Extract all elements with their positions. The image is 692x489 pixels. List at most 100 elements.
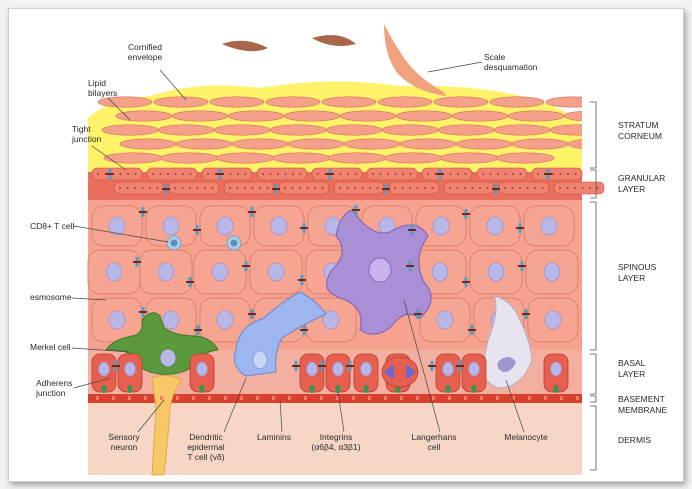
junction-plaque [406,265,414,267]
keratohyalin-granule [167,173,169,175]
junction-plaque [428,365,436,367]
layer-corneum: STRATUMCORNEUM [590,102,662,168]
cell-nucleus [437,311,453,329]
corneocyte [272,153,330,163]
corneocyte [384,153,442,163]
laminin-fiber [144,396,147,400]
junction-plaque [326,173,334,175]
label-line: BASAL [618,358,646,368]
laminin-fiber [368,396,371,400]
keratohyalin-granule [417,187,419,189]
label-line: BASEMENT [618,394,665,404]
laminin-fiber [112,396,115,400]
corneocyte [452,111,508,121]
junction-plaque [436,173,444,175]
label-line: DERMIS [618,435,651,445]
keratohyalin-granule [284,187,286,189]
corneocyte [154,97,208,107]
keratohyalin-granule [482,173,484,175]
label-line: neuron [111,442,138,452]
granular-cell [554,182,604,194]
keratohyalin-granule [552,173,554,175]
cell-nucleus [163,217,179,235]
corneocyte [158,125,214,135]
langerhans-nucleus [369,258,391,282]
keratohyalin-granule [340,173,342,175]
corneocyte [326,125,382,135]
keratohyalin-granule [512,187,514,189]
cell-nucleus [217,311,233,329]
corneocyte [102,125,158,135]
granular-cell [257,168,307,180]
keratohyalin-granule [300,173,302,175]
keratohyalin-granule [244,187,246,189]
keratohyalin-granule [237,173,239,175]
junction-plaque [248,313,256,315]
corneocyte [508,111,564,121]
corneocyte [176,139,232,149]
junction-plaque [216,173,224,175]
basal-nucleus [125,362,136,376]
label-line: cell [428,442,441,452]
keratohyalin-granule [339,187,341,189]
keratohyalin-granule [204,187,206,189]
keratohyalin-granule [424,187,426,189]
keratohyalin-granule [189,187,191,189]
cell-nucleus [541,217,557,235]
keratohyalin-granule [252,187,254,189]
label-line: desquamation [484,62,538,72]
junction-plaque [492,188,500,190]
junction-plaque [456,365,464,367]
label-line: LAYER [618,273,645,283]
label-line: Melanocyte [504,432,548,442]
laminin-fiber [160,396,163,400]
keratohyalin-granule [372,173,374,175]
corneocyte [214,125,270,135]
label-line: Integrins [320,432,353,442]
junction-plaque [162,188,170,190]
junction-plaque [272,188,280,190]
granular-cell [147,168,197,180]
label-line: T cell (vδ) [187,452,224,462]
junction-plaque [193,229,201,231]
label-line: SPINOUS [618,262,657,272]
laminin-fiber [240,396,243,400]
cell-nucleus [268,263,284,281]
label-line: Cornified [128,42,162,52]
cd8-t-cell-nucleus [171,240,178,247]
laminin-fiber [272,396,275,400]
junction-plaque [318,365,326,367]
keratohyalin-granule [259,187,261,189]
junction-plaque [242,265,250,267]
corneocyte [104,153,162,163]
label-cd8-text: CD8+ T cell [30,221,74,231]
label-line: Langerhans [412,432,457,442]
label-lipid-text: Lipidbilayers [88,78,117,98]
keratohyalin-granule [135,173,137,175]
corneocyte [494,125,550,135]
keratohyalin-granule [182,187,184,189]
cell-nucleus [271,217,287,235]
junction-plaque [408,229,416,231]
cell-nucleus [212,263,228,281]
laminin-fiber [224,396,227,400]
layer-basal-label: BASALLAYER [618,358,646,379]
keratohyalin-granule [262,173,264,175]
label-line: GRANULAR [618,173,665,183]
keratohyalin-granule [190,173,192,175]
granular-cell [224,182,274,194]
keratohyalin-granule [472,187,474,189]
keratohyalin-granule [362,187,364,189]
keratohyalin-granule [457,187,459,189]
keratohyalin-granule [497,173,499,175]
label-line: Scale [484,52,506,62]
granular-cell [114,182,164,194]
keratohyalin-granule [277,173,279,175]
junction-plaque [462,281,470,283]
layer-spinous-bracket [590,202,596,350]
laminin-fiber [96,396,99,400]
keratohyalin-granule [487,187,489,189]
